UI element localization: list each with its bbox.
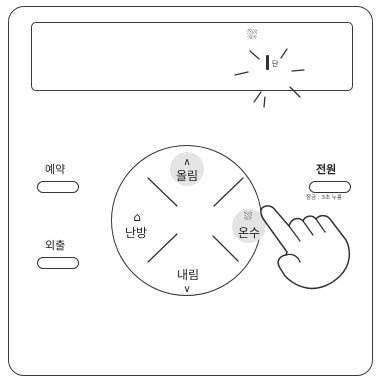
power-label: 전원 bbox=[316, 163, 337, 176]
reserve-label: 예약 bbox=[45, 163, 66, 176]
blink-ray-7 bbox=[289, 86, 301, 98]
down-chevron-icon: ∨ bbox=[183, 284, 191, 295]
dial-divider-ne bbox=[213, 177, 244, 207]
blink-ray-5 bbox=[253, 91, 262, 103]
outing-label: 외출 bbox=[45, 239, 66, 252]
blink-ray-4 bbox=[291, 69, 305, 72]
blink-ray-1 bbox=[249, 50, 260, 60]
stage-unit-label: 단 bbox=[272, 60, 279, 68]
faucet-icon: ⛆ bbox=[247, 28, 258, 43]
stage-digit-1 bbox=[266, 55, 269, 70]
control-panel bbox=[8, 6, 373, 376]
down-button[interactable]: 내림 bbox=[176, 268, 200, 282]
reserve-button[interactable] bbox=[37, 181, 79, 193]
finger-crease-3 bbox=[315, 218, 326, 233]
up-button-highlight[interactable] bbox=[170, 152, 204, 186]
lock-hint: 잠금 : 3초 누름 bbox=[306, 195, 342, 201]
up-button[interactable]: 올림 bbox=[175, 169, 199, 183]
heating-home-icon: ⌂ bbox=[133, 210, 141, 224]
pressing-hand-icon bbox=[260, 205, 351, 290]
finger-crease-2 bbox=[302, 220, 314, 236]
lcd-display bbox=[31, 22, 353, 91]
heating-button[interactable]: 난방 bbox=[124, 226, 148, 240]
hot-water-icon: ⛆ bbox=[243, 210, 253, 223]
hot-water-button[interactable]: 온수 bbox=[237, 226, 261, 240]
dial-divider-nw bbox=[147, 177, 178, 207]
blink-ray-3 bbox=[234, 71, 249, 76]
thumb-crease bbox=[285, 253, 301, 263]
blink-ray-2 bbox=[280, 48, 288, 59]
dial-divider-se bbox=[212, 235, 239, 262]
outing-button[interactable] bbox=[37, 257, 79, 269]
power-button[interactable] bbox=[309, 181, 351, 193]
finger-crease-1 bbox=[288, 225, 301, 242]
dial-divider-sw bbox=[147, 233, 178, 263]
up-chevron-icon: ∧ bbox=[183, 157, 191, 168]
blink-ray-6 bbox=[263, 96, 266, 108]
hot-water-button-highlight[interactable] bbox=[232, 209, 266, 243]
